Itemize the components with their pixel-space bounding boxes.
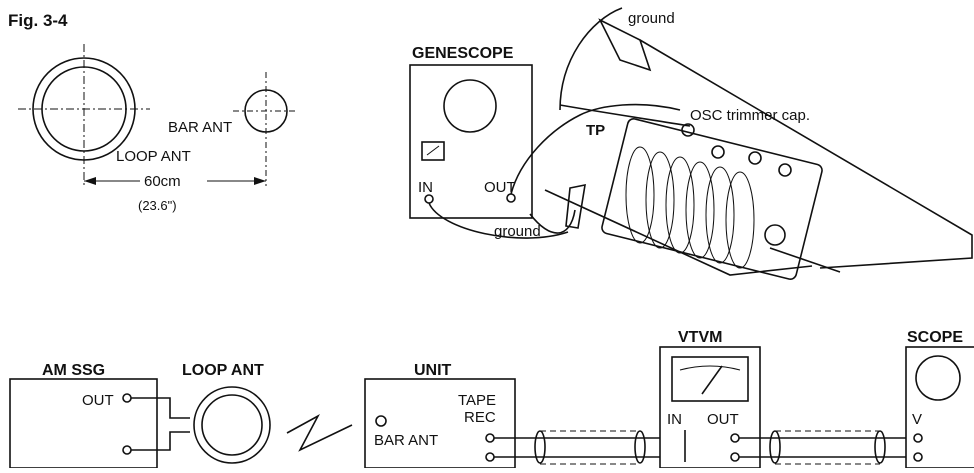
cable-2-end-a [769,430,781,464]
ground-cable-top [559,7,623,111]
vtvm-needle [701,365,723,395]
radio-link-symbol [286,414,353,452]
in-cable [428,202,569,239]
out-cable [510,103,681,195]
genescope-box [409,64,533,219]
trimmer-cap-3 [748,151,762,165]
vtvm-out-label: OUT [707,411,739,428]
trimmer-cap-4 [778,163,792,177]
tp-label: TP [586,122,605,139]
coil-end-terminal [764,224,786,246]
bar-ant-label: BAR ANT [168,119,232,136]
ground-bottom-label: ground [494,223,541,240]
scope-ground-jack [913,452,923,462]
dimension-arrow-left [84,177,96,185]
scope-screen [915,355,961,401]
antenna-spacing-diagram: BAR ANT LOOP ANT 60cm (23.6") [18,44,298,213]
distance-inch-label: (23.6") [138,198,177,213]
loop-ant-label: LOOP ANT [116,148,191,165]
unit-label: UNIT [414,362,452,379]
bar-antenna-coil-body [601,118,823,280]
unit-bar-ant-marker [375,415,387,427]
am-ssg-label: AM SSG [42,362,105,379]
dimension-arrow-right [254,177,266,185]
ssg-to-loop-wire-1 [131,397,190,419]
vtvm-meter-scale [679,365,741,371]
unit-rec-label: REC [464,409,496,426]
scope-v-label: V [912,411,922,428]
ferrite-rod [769,247,841,273]
scope-v-jack [913,433,923,443]
am-ssg-out-label: OUT [82,392,114,409]
genescope-in-jack [424,194,434,204]
ground-clip-top [598,18,652,72]
block-diagram: AM SSG OUT LOOP ANT UNIT BAR ANT TAPE RE… [9,329,974,469]
genescope-meter [421,141,445,161]
board-base [544,189,813,276]
block-loop-outer [193,386,271,464]
unit-tape-label: TAPE [458,392,496,409]
genescope-out-label: OUT [484,179,516,196]
cable-1-end-a [534,430,546,464]
am-ssg-ground-jack [122,445,132,455]
vtvm-label: VTVM [678,329,722,346]
am-ssg-out-jack [122,393,132,403]
ground-top-label: ground [628,10,675,27]
vtvm-out-jack-2 [730,452,740,462]
distance-label: 60cm [144,173,181,190]
genescope-meter-needle [426,145,440,156]
unit-tape-rec-jack-1 [485,433,495,443]
trimmer-cap-1 [681,123,695,137]
block-loop-inner [201,394,263,456]
block-loop-ant-label: LOOP ANT [182,362,264,379]
coil-windings [625,146,755,269]
figure-caption: Fig. 3-4 [8,11,68,30]
vtvm-box [659,346,761,469]
scope-label: SCOPE [907,329,963,346]
board-top-edge [639,39,973,269]
vtvm-in-label: IN [667,411,682,428]
trimmer-cap-2 [711,145,725,159]
vtvm-out-jack-1 [730,433,740,443]
unit-tape-rec-jack-2 [485,452,495,462]
ground-cable-bottom [529,209,576,234]
ssg-to-loop-wire-2 [131,431,190,451]
unit-bar-ant-label: BAR ANT [374,432,438,449]
genescope-screen [443,79,497,133]
genescope-in-label: IN [418,179,433,196]
osc-trimmer-label: OSC trimmer cap. [690,107,810,124]
osc-probe-cable [559,104,691,127]
genescope-label: GENESCOPE [412,45,514,62]
cable-1-end-b [634,430,646,464]
vtvm-meter [671,356,749,402]
scope-box [905,346,974,469]
cable-2-end-b [874,430,886,464]
genescope-setup: GENESCOPE IN OUT ground ground OSC trimm… [409,7,973,280]
ground-clip-bottom [565,183,586,229]
